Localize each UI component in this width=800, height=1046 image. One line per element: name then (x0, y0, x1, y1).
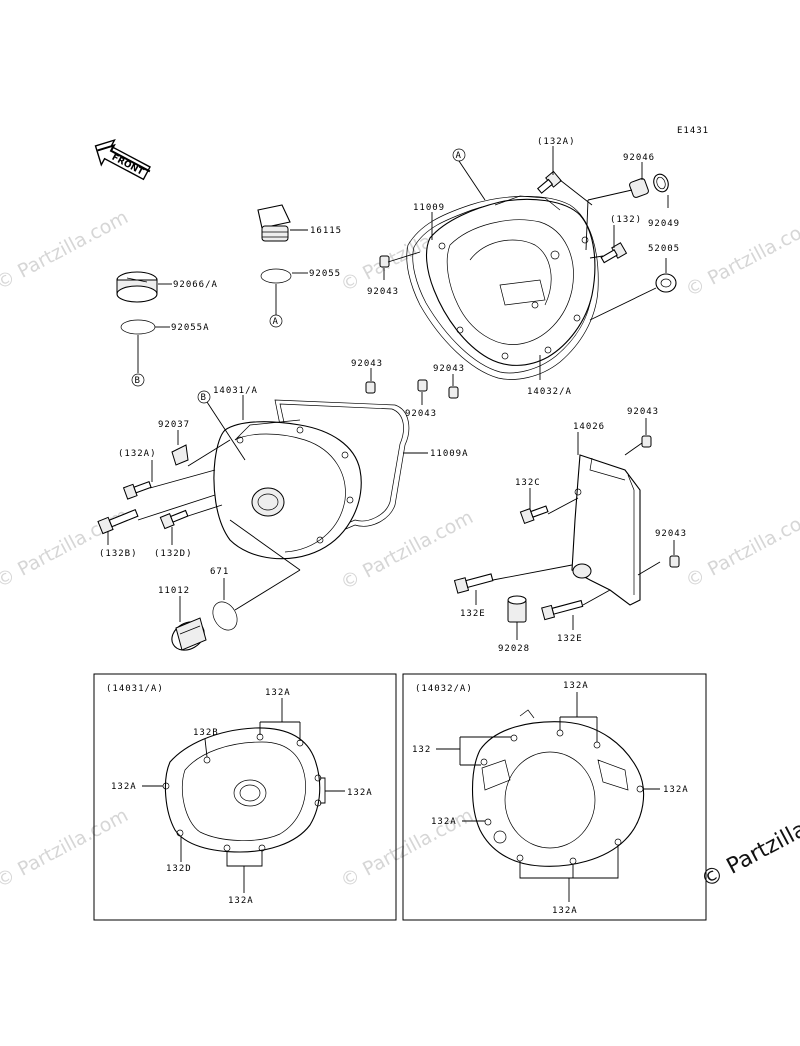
dowel-92043 (379, 255, 390, 268)
label-132B: (132B) (99, 549, 138, 559)
bolt-132E-a (453, 573, 494, 594)
label-132E: 132E (460, 609, 486, 619)
bolt-132A-top (536, 170, 562, 194)
bolt-132B (97, 508, 139, 535)
part-labels: (132A) 92046 11009 16115 92049 (132) 520… (99, 137, 687, 654)
watermark: © Partzilla.com (682, 504, 800, 592)
callout-A-top-text: A (456, 151, 462, 161)
leader-lines (107, 146, 675, 640)
label-132C: 132C (515, 478, 541, 488)
label-92043: 92043 (351, 359, 383, 369)
callout-B-left (197, 390, 211, 404)
inset-left-label-right: 132A (347, 788, 373, 798)
inset-left-label-left: 132A (111, 782, 137, 792)
watermark: © Partzilla.com (0, 804, 132, 892)
watermark-corner: © Partzilla (697, 817, 800, 893)
callout-A-lower-text: A (273, 317, 279, 327)
bolt-132C (519, 505, 549, 525)
watermark: © Partzilla.com (682, 213, 800, 301)
label-92043: 92043 (405, 409, 437, 419)
dowel-92043 (669, 555, 680, 568)
watermark: © Partzilla.com (0, 206, 132, 294)
label-52005: 52005 (648, 244, 680, 254)
inset-right-label-right: 132A (663, 785, 689, 795)
label-92043: 92043 (433, 364, 465, 374)
label-132D: (132D) (154, 549, 193, 559)
oring-92055A (120, 319, 156, 335)
dowel-92043 (365, 381, 376, 394)
inset-left-label-132B: 132B (193, 728, 219, 738)
plug-11012 (171, 617, 207, 651)
label-92049: 92049 (648, 219, 680, 229)
inset-14032A: (14032/A) 132A 132 132A 132A 132A (402, 673, 707, 921)
label-92066A: 92066/A (173, 280, 218, 290)
oring-92055 (260, 268, 292, 284)
label-92043: 92043 (655, 529, 687, 539)
inset-right-title: (14032/A) (415, 684, 473, 694)
seal-52005 (655, 273, 677, 293)
inset-left-label-top: 132A (265, 688, 291, 698)
label-132E: 132E (557, 634, 583, 644)
label-92055: 92055 (309, 269, 341, 279)
label-92043: 92043 (367, 287, 399, 297)
plug-92066A (116, 271, 158, 303)
inset-right-label-bottom: 132A (552, 906, 578, 916)
clamp-92037 (171, 444, 189, 466)
inset-left-label-132D: 132D (166, 864, 192, 874)
label-16115: 16115 (310, 226, 342, 236)
cover-plate-14026 (571, 454, 641, 606)
label-11012: 11012 (158, 586, 190, 596)
inset-right-label-132: 132 (412, 745, 431, 755)
label-132A-top: (132A) (537, 137, 576, 147)
label-92037: 92037 (158, 420, 190, 430)
label-92055A: 92055A (171, 323, 210, 333)
filler-cap-16115 (257, 204, 291, 242)
inset-14031A: (14031/A) 132A 132B 132A 132A 132D 132A (93, 673, 397, 921)
part-92046 (629, 173, 669, 198)
inset-left-title: (14031/A) (106, 684, 164, 694)
front-arrow-icon: FRONT (94, 138, 151, 181)
callout-A-lower (269, 314, 283, 328)
label-11009: 11009 (413, 203, 445, 213)
dowel-92043 (641, 435, 652, 448)
label-92046: 92046 (623, 153, 655, 163)
label-671: 671 (210, 567, 229, 577)
bolt-132E-b (541, 599, 584, 621)
oring-671 (212, 601, 238, 631)
label-132: (132) (610, 215, 642, 225)
bolt-132 (600, 242, 628, 264)
clutch-cover-14032A (406, 195, 599, 380)
dowel-92043 (448, 386, 459, 399)
dowel-92043 (417, 379, 428, 392)
label-14031A: 14031/A (213, 386, 258, 396)
callout-B-lower (131, 373, 145, 387)
inset-left-label-bottom: 132A (228, 896, 254, 906)
inset-right-label-top: 132A (563, 681, 589, 691)
label-14026: 14026 (573, 422, 605, 432)
bolt-132D (159, 509, 189, 530)
label-132A-left: (132A) (118, 449, 157, 459)
label-14032A: 14032/A (527, 387, 572, 397)
label-92043: 92043 (627, 407, 659, 417)
label-92028: 92028 (498, 644, 530, 654)
spacer-92028 (507, 595, 527, 623)
diagram-code: E1431 (677, 126, 709, 136)
callout-B-left-text: B (201, 393, 207, 403)
bolt-132A-left (122, 481, 152, 500)
generator-cover-14031A (213, 399, 410, 560)
inset-right-label-lower-left: 132A (431, 817, 457, 827)
callout-B-lower-text: B (135, 376, 141, 386)
label-11009A: 11009A (430, 449, 469, 459)
